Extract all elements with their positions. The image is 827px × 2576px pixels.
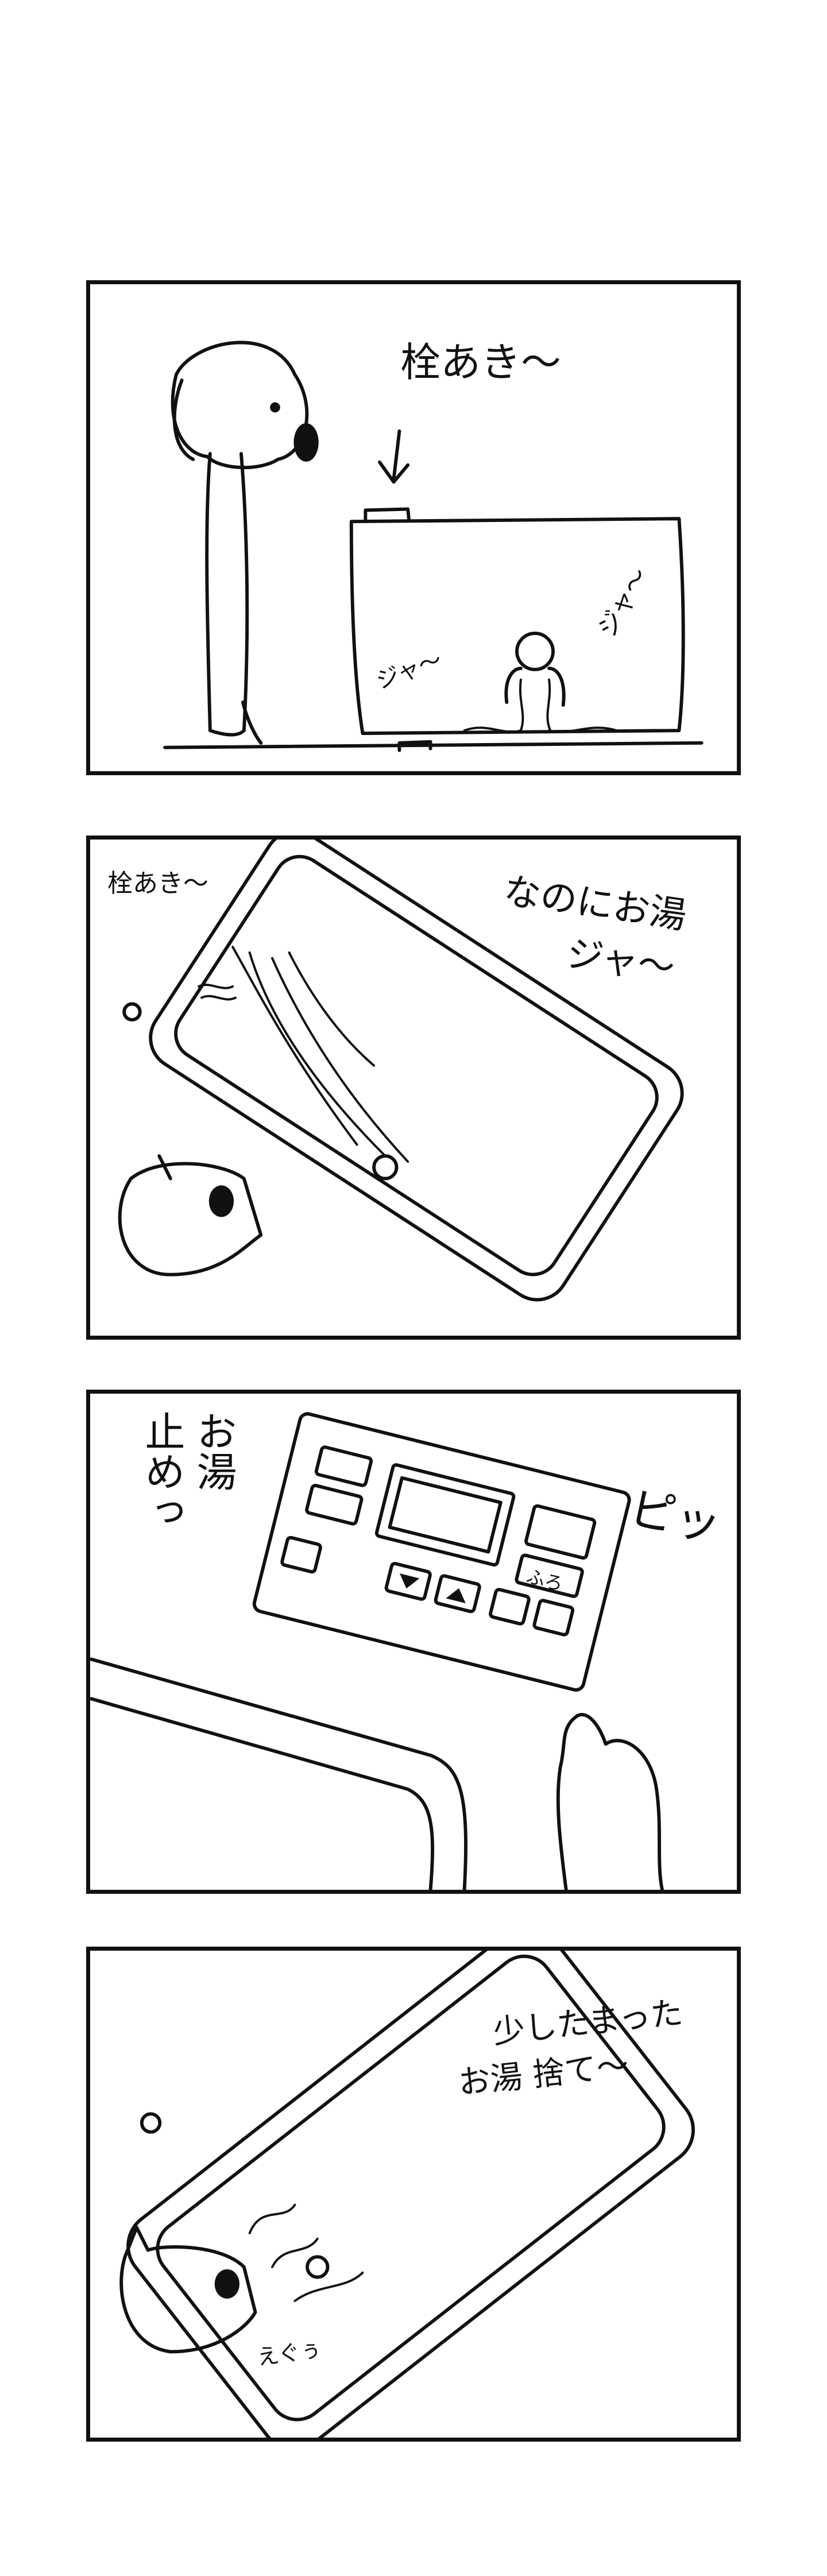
character-eye [208,1185,234,1217]
character-head [171,341,309,470]
drain-hole [140,2112,162,2134]
bathtub-top-view [149,840,684,1302]
character-nose [293,423,319,462]
drain-hole [122,1002,142,1022]
panel-3-drawing [90,1412,664,1890]
water-flow [231,946,409,1163]
comic-panel-2: 栓あき〜 なのにお湯 ジャ〜 [86,836,741,1340]
bathtub-edge [90,1657,467,1890]
comic-panel-3: お湯 止めっ ピッ ふろ [86,1390,741,1894]
panel-2-drawing [118,840,684,1302]
comic-panel-1: 栓あき〜 ジャ〜 ジャ〜 [86,280,741,775]
caption-tome: 止めっ [138,1411,186,1531]
character-head [119,2226,257,2354]
drain-plug [364,507,411,524]
draining-water [248,2203,364,2302]
floor-line [163,741,704,749]
bath-control-panel [252,1412,631,1692]
panel-1-drawing [163,341,704,752]
character-body [205,452,249,737]
bathtub [349,517,685,736]
caption-sen-aki-small: 栓あき〜 [107,869,208,898]
plug-on-floor [397,740,432,752]
comic-panel-4: 少したまった お湯 捨て〜 えぐぅ [86,1947,741,2442]
control-display [374,1463,516,1567]
water-spout [515,632,555,671]
caption-sen-aki: 栓あき〜 [400,339,561,386]
furo-button [524,1504,597,1560]
character-head [118,1162,263,1277]
character-eye [214,2269,240,2299]
caption-oyu: お湯 [190,1411,237,1491]
character-ear [172,378,195,461]
bathtub-top-view [126,1951,695,2438]
character-eye [270,402,280,413]
panel-4-drawing [119,1951,695,2438]
hand [556,1713,664,1890]
arrow-down [392,429,401,481]
